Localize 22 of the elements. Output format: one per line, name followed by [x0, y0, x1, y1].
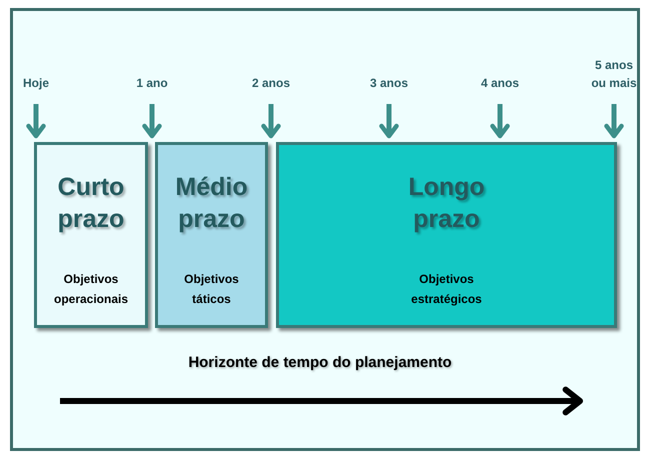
axis-title: Horizonte de tempo do planejamento [187, 353, 453, 373]
objective-text: Objetivos estratégicos [410, 271, 483, 308]
time-label: 4 anos [470, 48, 530, 92]
period-box [34, 142, 148, 328]
period-title: Curto prazo [56, 172, 126, 235]
time-label: Hoje [11, 48, 61, 92]
arrow [604, 104, 624, 138]
time-label: 1 ano [127, 48, 177, 92]
period-box [276, 142, 617, 328]
time-label: 5 anos ou mais [590, 48, 638, 92]
period-title: Médio prazo [174, 172, 249, 235]
period-title: Longo prazo [407, 172, 486, 235]
objective-text: Objetivos operacionais [52, 271, 130, 308]
arrow [490, 104, 510, 138]
arrow [261, 104, 281, 138]
arrow [26, 104, 46, 138]
arrow [379, 104, 399, 138]
period-box [155, 142, 268, 328]
time-label: 2 anos [241, 48, 301, 92]
objective-text: Objetivos táticos [183, 271, 240, 308]
arrow [142, 104, 162, 138]
time-label: 3 anos [359, 48, 419, 92]
